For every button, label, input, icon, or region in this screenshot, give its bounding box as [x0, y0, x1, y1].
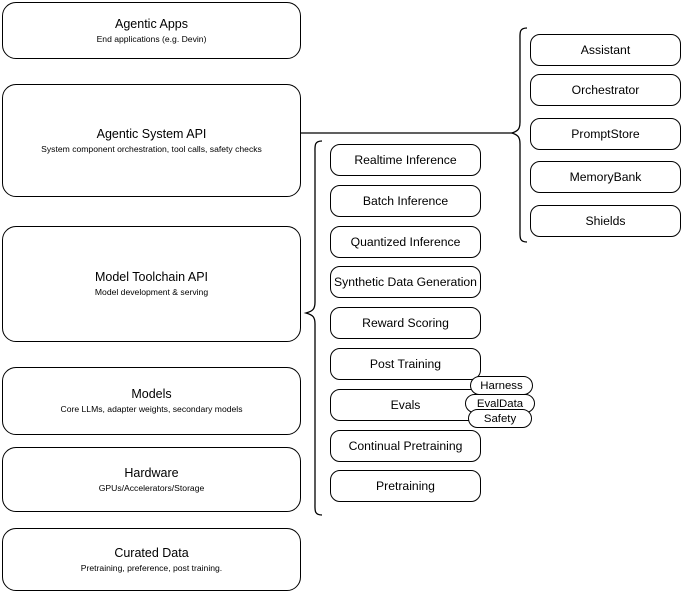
- layer-title: Hardware: [124, 465, 179, 480]
- layer-title: Model Toolchain API: [94, 270, 209, 284]
- layer-subtitle: Core LLMs, adapter weights, secondary mo…: [60, 404, 243, 414]
- pill-harness[interactable]: Harness: [470, 376, 533, 395]
- component-shields[interactable]: Shields: [530, 205, 681, 237]
- component-memorybank[interactable]: MemoryBank: [530, 161, 681, 193]
- layer-subtitle: End applications (e.g. Devin): [96, 33, 207, 44]
- layer-title: Models: [131, 387, 172, 401]
- component-label: Reward Scoring: [362, 316, 449, 330]
- layer-subtitle: GPUs/Accelerators/Storage: [98, 482, 205, 493]
- layer-models[interactable]: Models Core LLMs, adapter weights, secon…: [2, 367, 301, 435]
- component-continual-pretraining[interactable]: Continual Pretraining: [330, 430, 481, 462]
- component-label: PromptStore: [571, 127, 640, 141]
- component-label: Synthetic Data Generation: [334, 275, 477, 289]
- layer-title: Agentic Apps: [115, 16, 188, 31]
- layer-title: Curated Data: [114, 545, 189, 560]
- layer-agentic-system-api[interactable]: Agentic System API System component orch…: [2, 84, 301, 197]
- layer-model-toolchain-api[interactable]: Model Toolchain API Model development & …: [2, 226, 301, 342]
- layer-curated-data[interactable]: Curated Data Pretraining, preference, po…: [2, 528, 301, 591]
- component-batch-inference[interactable]: Batch Inference: [330, 185, 481, 217]
- component-label: Shields: [585, 214, 626, 228]
- component-label: Assistant: [580, 43, 631, 57]
- component-evals[interactable]: Evals: [330, 389, 481, 421]
- component-promptstore[interactable]: PromptStore: [530, 118, 681, 150]
- component-label: Post Training: [369, 357, 442, 371]
- component-label: Realtime Inference: [354, 153, 457, 167]
- component-post-training[interactable]: Post Training: [330, 348, 481, 380]
- component-reward-scoring[interactable]: Reward Scoring: [330, 307, 481, 339]
- component-assistant[interactable]: Assistant: [530, 34, 681, 66]
- component-label: MemoryBank: [569, 170, 642, 184]
- component-label: Pretraining: [376, 479, 435, 493]
- component-label: Evals: [390, 398, 421, 412]
- layer-agentic-apps[interactable]: Agentic Apps End applications (e.g. Devi…: [2, 2, 301, 59]
- component-quantized-inference[interactable]: Quantized Inference: [330, 226, 481, 258]
- component-label: Continual Pretraining: [348, 439, 463, 453]
- component-pretraining[interactable]: Pretraining: [330, 470, 481, 502]
- layer-subtitle: Model development & serving: [94, 287, 209, 297]
- pill-safety[interactable]: Safety: [468, 409, 532, 428]
- layer-subtitle: System component orchestration, tool cal…: [41, 143, 262, 154]
- component-label: Batch Inference: [362, 194, 449, 208]
- component-realtime-inference[interactable]: Realtime Inference: [330, 144, 481, 176]
- component-orchestrator[interactable]: Orchestrator: [530, 74, 681, 106]
- component-label: Orchestrator: [571, 83, 640, 97]
- component-synthetic-data-generation[interactable]: Synthetic Data Generation: [330, 266, 481, 298]
- layer-hardware[interactable]: Hardware GPUs/Accelerators/Storage: [2, 447, 301, 512]
- layer-subtitle: Pretraining, preference, post training.: [80, 562, 223, 573]
- component-label: Quantized Inference: [350, 235, 461, 249]
- layer-title: Agentic System API: [96, 126, 207, 141]
